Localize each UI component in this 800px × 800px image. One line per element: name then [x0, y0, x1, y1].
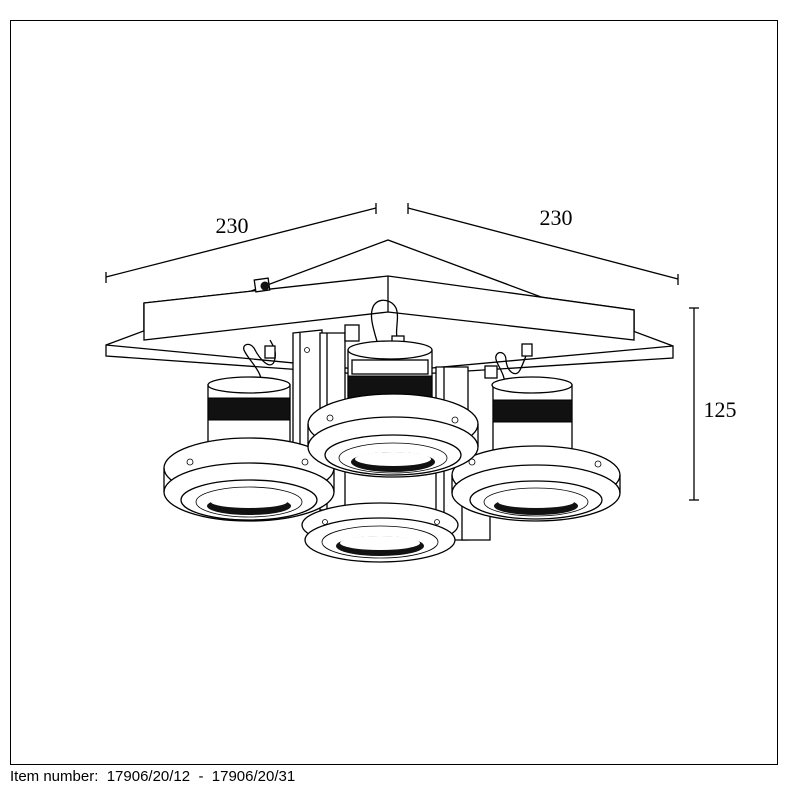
ceiling-base-plate	[105, 239, 674, 377]
spotlight-right	[451, 343, 621, 522]
cable	[484, 343, 533, 386]
dimension-label-height: 125	[704, 397, 737, 422]
dimension-line-right	[407, 203, 679, 285]
item-number-caption: Item number: 17906/20/12 - 17906/20/31	[10, 768, 296, 785]
mounting-screw	[253, 277, 271, 293]
dimension-label-width-left: 230	[216, 213, 249, 238]
dimension-line-height	[689, 307, 699, 501]
spotlight-center	[307, 299, 479, 478]
dimension-label-width-right: 230	[540, 205, 573, 230]
drawing-frame	[10, 20, 778, 765]
spotlight-left	[163, 339, 335, 522]
dimension-line-left	[105, 203, 377, 283]
spotlight-front	[301, 502, 459, 563]
